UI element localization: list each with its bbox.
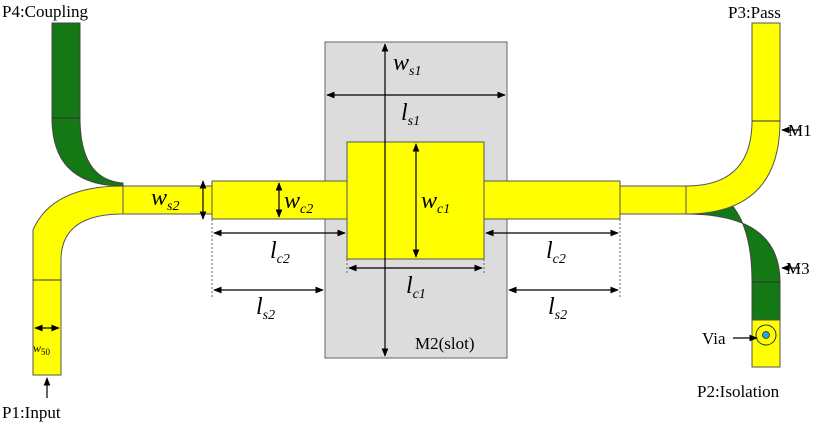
pass-line (685, 22, 781, 215)
dim-label-lc2-left: lc2 (270, 238, 290, 267)
via-icon (762, 331, 770, 339)
dim-label-ls1: ls1 (401, 100, 420, 129)
port-label-p1: P1:Input (2, 403, 61, 422)
left-feed-segment (122, 185, 213, 215)
layer-label-m2: M2(slot) (415, 334, 475, 353)
layer-label-via: Via (702, 329, 726, 348)
dim-label-wc2: wc2 (284, 188, 313, 217)
dim-label-w50: w50 (33, 341, 51, 357)
dim-label-ws1: ws1 (393, 50, 421, 79)
dim-label-lc1: lc1 (406, 273, 426, 302)
coupling-line-left (51, 22, 124, 187)
dim-label-ws2: ws2 (151, 185, 179, 214)
port-label-p3: P3:Pass (728, 3, 781, 22)
dim-label-ls2-right: ls2 (548, 294, 567, 323)
layer-label-m3: M3 (786, 259, 810, 278)
right-coupling-strip (483, 180, 621, 220)
dim-label-wc1: wc1 (421, 188, 450, 217)
dim-label-lc2-right: lc2 (546, 238, 566, 267)
port-label-p2: P2:Isolation (697, 382, 780, 401)
layer-label-m1: M1 (788, 121, 812, 140)
port-label-p4: P4:Coupling (2, 2, 88, 21)
right-feed-segment (619, 185, 687, 215)
dim-label-ls2-left: ls2 (256, 294, 275, 323)
